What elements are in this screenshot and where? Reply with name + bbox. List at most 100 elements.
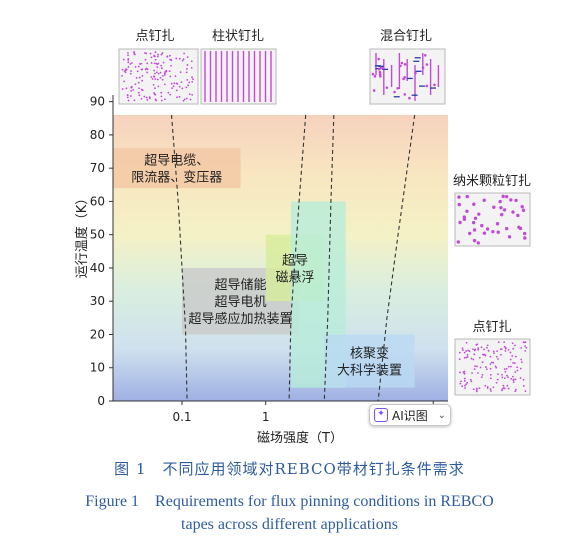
boundary-line-0 xyxy=(170,114,188,402)
point-pinning-dot-60 xyxy=(157,53,159,56)
point-pinning-dot-47 xyxy=(127,99,130,102)
point-pinning-bottom-dot-103 xyxy=(459,382,462,385)
point-pinning-bottom-dot-126 xyxy=(506,374,508,377)
point-pinning-dot-156 xyxy=(154,58,157,61)
nano-dot-8 xyxy=(468,231,472,236)
application-regions xyxy=(113,148,415,388)
y-axis-label: 运行温度（K） xyxy=(74,192,90,279)
point-pinning-bottom-dot-92 xyxy=(496,350,498,353)
point-pinning-bottom-dot-127 xyxy=(461,385,464,388)
point-pinning-dot-44 xyxy=(140,97,143,100)
point-pinning-bottom-dot-110 xyxy=(477,372,479,374)
point-pinning-dot-140 xyxy=(161,78,164,81)
point-pinning-dot-116 xyxy=(154,78,157,81)
point-pinning-bottom-dot-136 xyxy=(485,368,488,370)
point-pinning-dot-162 xyxy=(121,74,123,77)
point-pinning-bottom-dot-105 xyxy=(465,341,468,344)
point-pinning-bottom-dot-31 xyxy=(461,347,464,350)
point-pinning-bottom-dot-84 xyxy=(516,369,519,372)
point-pinning-bottom-dot-59 xyxy=(509,358,512,361)
y-tick-label-0: 0 xyxy=(97,394,105,408)
mixed-dot-24 xyxy=(402,77,405,81)
point-pinning-dot-122 xyxy=(160,64,163,67)
nano-dot-18 xyxy=(500,212,504,217)
caption-english-line2: tapes across different applications xyxy=(181,516,398,533)
point-pinning-bottom-dot-114 xyxy=(473,368,476,371)
region-label-2-0: 超导 xyxy=(282,253,308,268)
point-pinning-dot-14 xyxy=(151,78,154,80)
point-pinning-bottom-dot-149 xyxy=(464,387,466,389)
mixed-dot-3 xyxy=(381,66,385,70)
point-pinning-bottom-dot-125 xyxy=(520,346,523,349)
point-pinning-dot-99 xyxy=(170,59,173,62)
ai-recognize-button[interactable]: ✦ AI识图 ⌄ xyxy=(369,404,451,426)
mixed-dot-11 xyxy=(425,63,429,66)
point-pinning-dot-134 xyxy=(188,81,191,84)
point-pinning-bottom-dot-58 xyxy=(495,366,498,369)
mixed-dot-18 xyxy=(378,72,382,76)
point-pinning-bottom-dot-148 xyxy=(486,344,489,347)
point-pinning-dot-13 xyxy=(190,60,193,63)
nano-dot-6 xyxy=(516,213,520,218)
point-pinning-dot-74 xyxy=(126,94,129,97)
point-pinning-bottom-dot-109 xyxy=(463,356,466,359)
nano-dot-13 xyxy=(492,205,496,209)
chevron-down-icon: ⌄ xyxy=(437,409,446,421)
nano-dot-21 xyxy=(507,235,512,239)
nano-dot-32 xyxy=(521,208,526,212)
point-pinning-bottom-dot-107 xyxy=(489,355,492,358)
point-pinning-dot-110 xyxy=(186,78,189,81)
point-pinning-dot-71 xyxy=(145,96,148,99)
point-pinning-bottom-dot-3 xyxy=(478,356,481,359)
point-pinning-bottom-dot-12 xyxy=(460,380,462,383)
point-pinning-dot-39 xyxy=(175,82,178,85)
point-pinning-dot-31 xyxy=(153,75,155,78)
point-pinning-bottom-dot-139 xyxy=(492,350,495,353)
point-pinning-bottom-dot-8 xyxy=(495,355,498,358)
point-pinning-dot-112 xyxy=(156,63,159,66)
point-pinning-dot-15 xyxy=(170,64,172,67)
point-pinning-dot-137 xyxy=(130,85,133,88)
point-pinning-bottom-dot-133 xyxy=(470,357,473,360)
point-pinning-dot-81 xyxy=(129,95,132,97)
point-pinning-dot-80 xyxy=(159,71,162,74)
point-pinning-bottom-dot-140 xyxy=(501,388,504,390)
point-pinning-bottom-dot-54 xyxy=(503,341,506,344)
point-pinning-bottom-dot-135 xyxy=(523,341,526,344)
point-pinning-dot-55 xyxy=(137,91,140,94)
point-pinning-dot-126 xyxy=(185,97,188,100)
region-label-4-1: 大科学装置 xyxy=(337,363,402,379)
mixed-dot-12 xyxy=(414,71,417,75)
point-pinning-bottom-dot-72 xyxy=(486,387,489,389)
nano-dot-20 xyxy=(465,194,469,199)
point-pinning-dot-103 xyxy=(123,70,126,72)
point-pinning-dot-135 xyxy=(178,85,181,88)
point-pinning-dot-133 xyxy=(144,58,147,61)
mixed-dot-13 xyxy=(403,93,407,96)
nano-dot-24 xyxy=(476,241,481,245)
point-pinning-dot-16 xyxy=(133,99,136,102)
point-pinning-dot-106 xyxy=(143,95,146,98)
point-pinning-bottom-dot-147 xyxy=(522,385,525,387)
point-pinning-dot-75 xyxy=(127,54,129,57)
point-pinning-bottom-dot-145 xyxy=(504,346,507,349)
point-pinning-bottom-dot-102 xyxy=(507,387,510,390)
point-pinning-dot-21 xyxy=(126,96,129,99)
point-pinning-dot-68 xyxy=(155,71,158,74)
point-pinning-dot-117 xyxy=(186,56,189,59)
point-pinning-dot-104 xyxy=(134,83,137,86)
y-tick-label-50: 50 xyxy=(90,228,105,242)
point-pinning-bottom-dot-32 xyxy=(501,373,503,376)
point-pinning-dot-142 xyxy=(181,87,184,90)
point-pinning-bottom-dot-39 xyxy=(507,376,509,379)
point-pinning-dot-54 xyxy=(169,93,172,96)
mixed-dot-8 xyxy=(433,83,436,87)
point-pinning-dot-151 xyxy=(139,63,141,65)
point-pinning-bottom-dot-115 xyxy=(503,368,506,371)
point-pinning-dot-69 xyxy=(121,88,124,90)
y-tick-label-10: 10 xyxy=(90,361,105,375)
point-pinning-dot-70 xyxy=(154,87,156,90)
point-pinning-bottom-dot-112 xyxy=(476,343,479,346)
nano-dot-33 xyxy=(517,225,521,229)
